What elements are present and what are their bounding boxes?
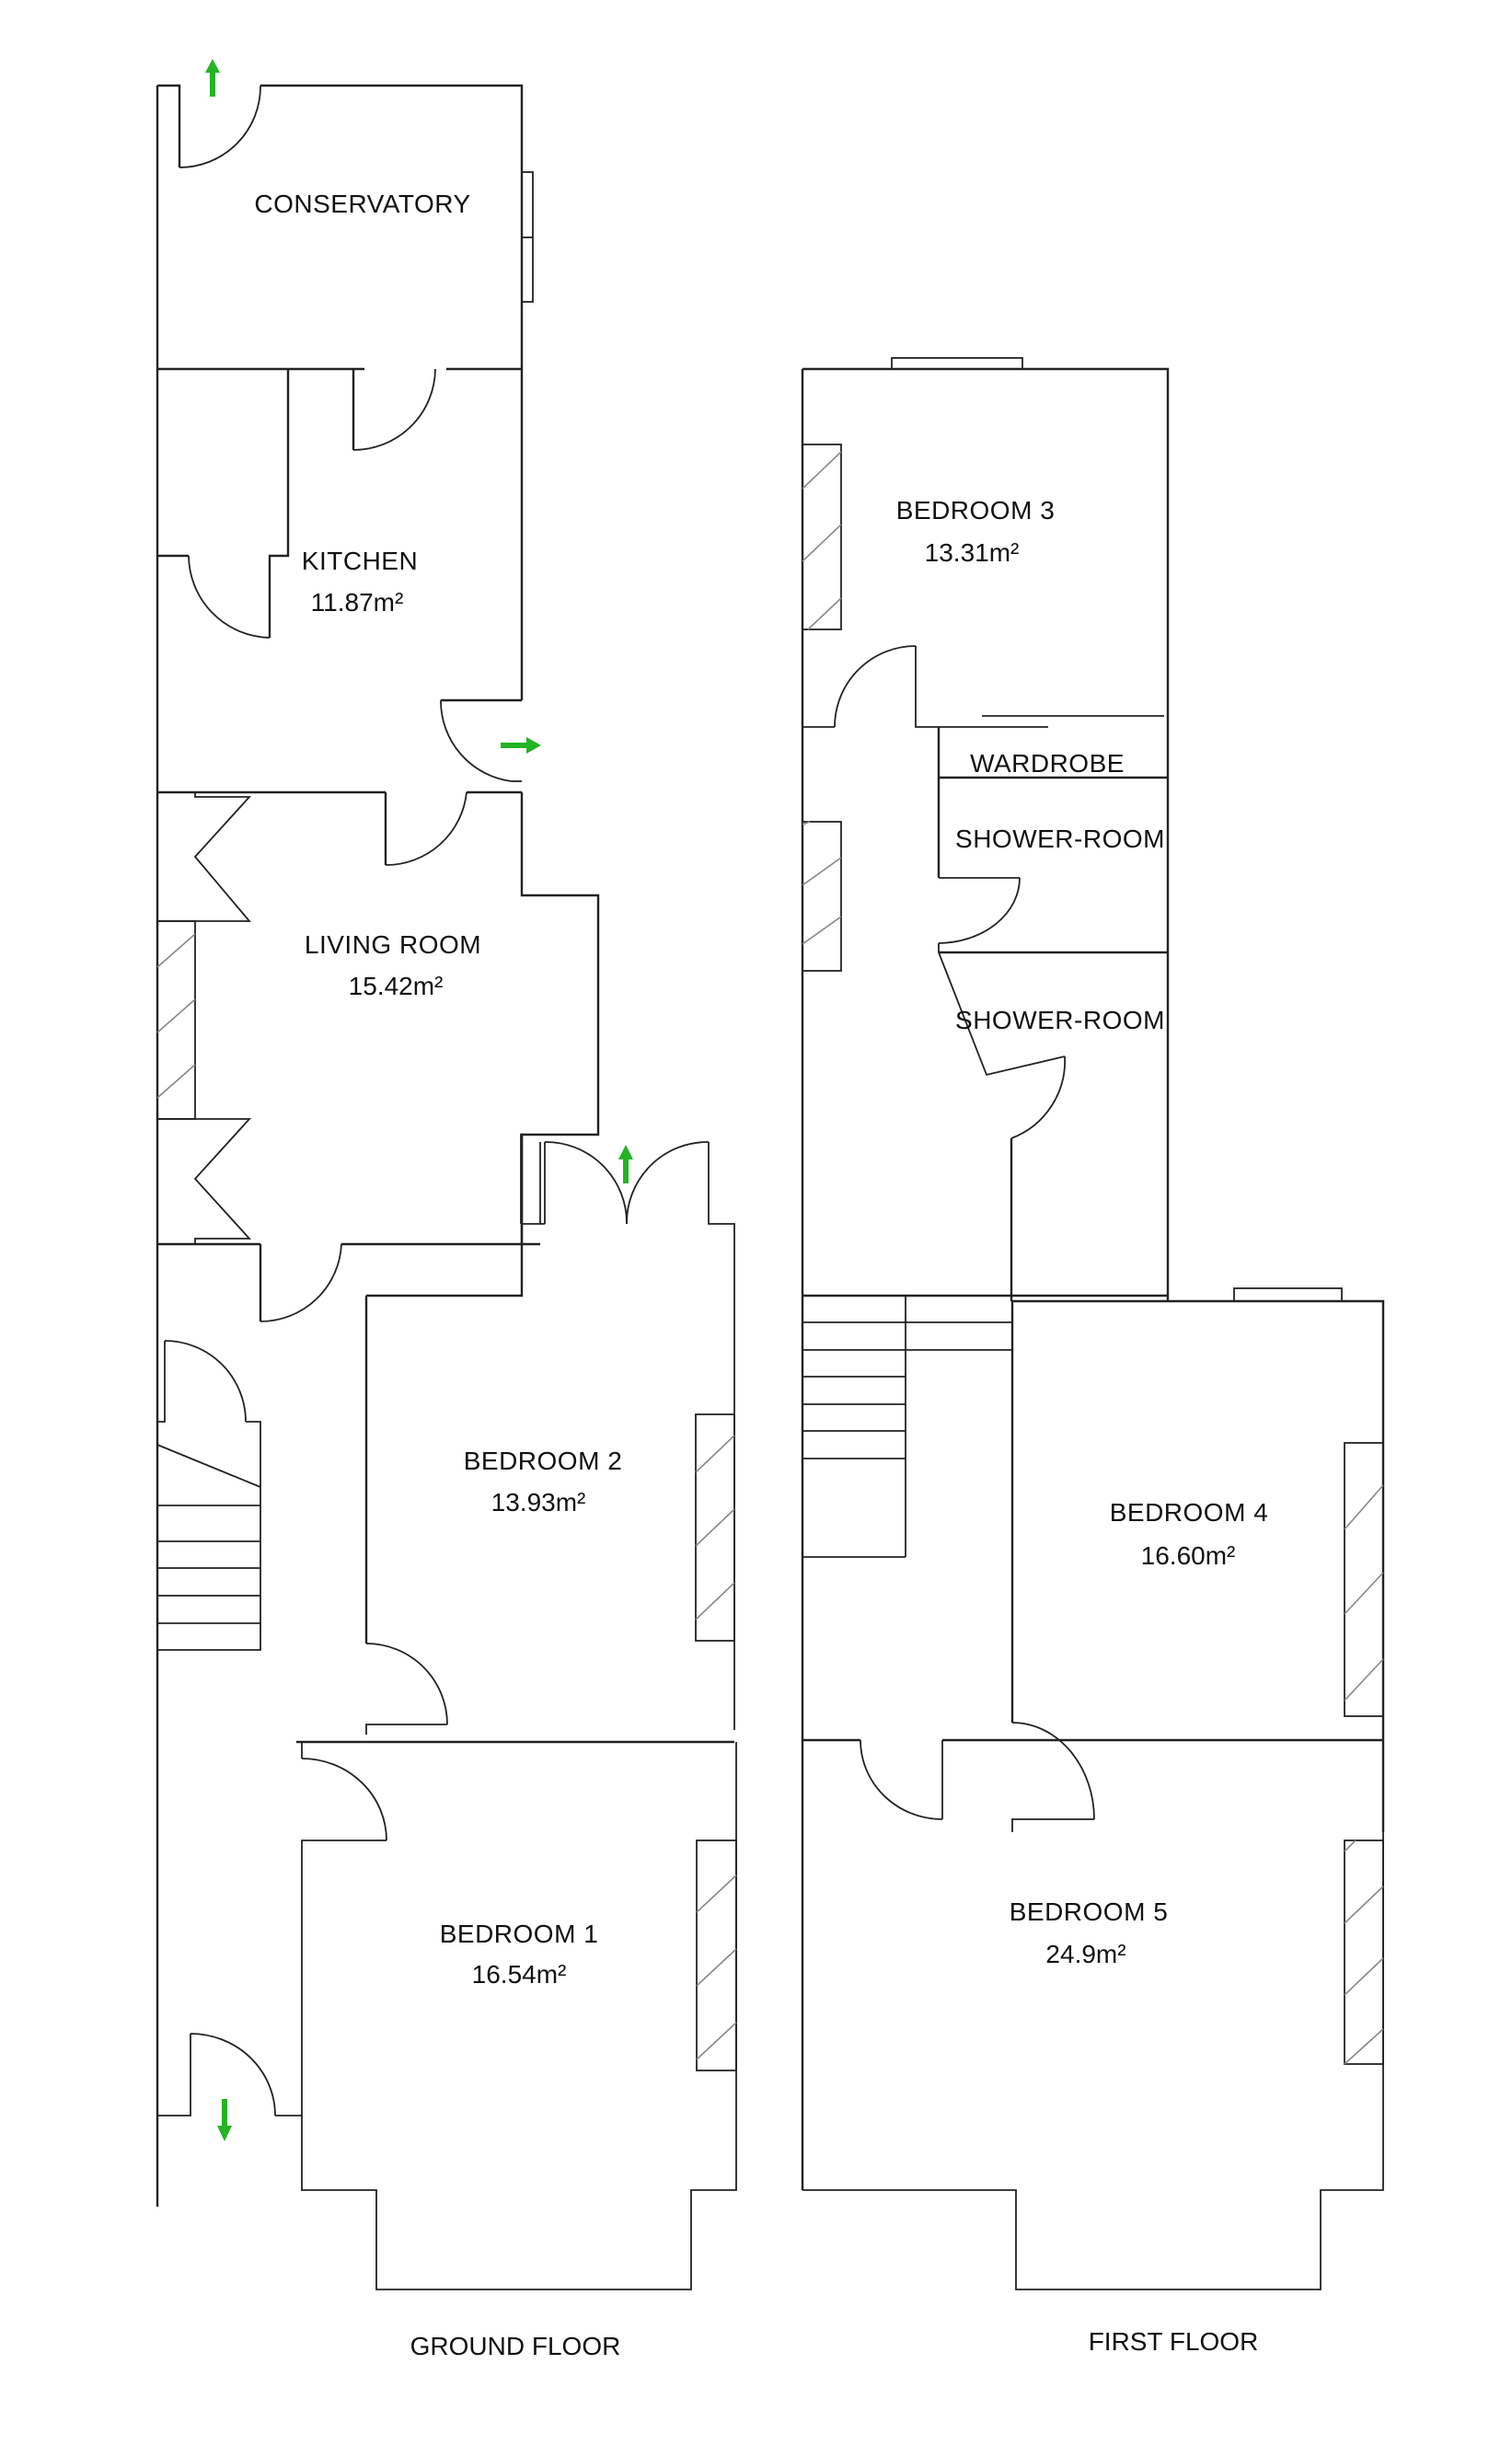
conservatory-walls — [157, 84, 534, 371]
wardrobe-shower-walls — [802, 727, 1168, 1301]
door-swing-icon — [179, 85, 261, 168]
room-label-shower-room-1: SHOWER-ROOM — [955, 825, 1165, 853]
door-swing-icon — [938, 877, 1021, 944]
door-swing-icon — [1010, 1055, 1066, 1139]
door-swing-icon — [1011, 1722, 1095, 1820]
hallway-stairs — [156, 1243, 342, 2116]
room-label-conservatory: CONSERVATORY — [254, 190, 471, 218]
first-floor-title: FIRST FLOOR — [1088, 2327, 1259, 2356]
bedroom-2-walls — [296, 1133, 735, 1744]
door-swing-icon — [301, 1758, 387, 1841]
room-label-bedroom-3: BEDROOM 3 — [895, 496, 1056, 525]
bedroom-5-walls — [802, 1739, 1384, 2290]
fireplace-hatch-icon — [156, 920, 196, 1120]
ground-floor-plan — [156, 59, 737, 2290]
door-swing-icon — [860, 1739, 943, 1820]
door-swing-icon — [190, 2033, 276, 2116]
fireplace-hatch-icon — [1344, 1442, 1384, 1717]
room-area-bedroom-3: 13.31m² — [924, 538, 1020, 567]
room-label-wardrobe: WARDROBE — [970, 749, 1125, 778]
exit-arrows — [205, 59, 633, 2141]
ground-floor-title: GROUND FLOOR — [410, 2332, 621, 2360]
fireplace-hatch-icon — [1344, 1840, 1384, 2065]
arrow-up-icon — [618, 1145, 633, 1183]
room-area-bedroom-1: 16.54m² — [471, 1960, 567, 1989]
room-label-shower-room-2: SHOWER-ROOM — [955, 1006, 1165, 1034]
landing-stairs — [802, 1294, 1168, 1558]
fireplace-hatch-icon — [802, 821, 842, 972]
room-area-bedroom-5: 24.9m² — [1045, 1940, 1126, 1968]
arrow-down-icon — [217, 2099, 232, 2141]
door-swing-icon — [260, 1243, 342, 1322]
french-door-swing-icon — [626, 1141, 710, 1225]
arrow-up-icon — [205, 59, 220, 97]
fireplace-hatch-icon — [802, 444, 842, 630]
fireplace-hatch-icon — [696, 1840, 737, 2071]
kitchen-walls — [157, 368, 524, 794]
room-area-living-room: 15.42m² — [348, 972, 444, 1000]
door-swing-icon — [385, 791, 467, 866]
fireplace-hatch-icon — [695, 1413, 735, 1642]
french-door-swing-icon — [544, 1141, 628, 1225]
door-swing-icon — [440, 699, 513, 782]
door-swing-icon — [164, 1340, 247, 1423]
room-area-bedroom-2: 13.93m² — [491, 1488, 586, 1517]
bedroom-4-walls — [802, 1287, 1385, 1832]
room-label-living-room: LIVING ROOM — [304, 930, 482, 959]
room-label-bedroom-2: BEDROOM 2 — [463, 1447, 623, 1475]
bedroom-3-walls — [801, 357, 1170, 2190]
door-swing-icon — [365, 1643, 448, 1725]
room-area-bedroom-4: 16.60m² — [1140, 1541, 1236, 1570]
door-swing-icon — [188, 555, 271, 639]
living-room-walls — [156, 791, 600, 1246]
window-icon — [891, 357, 1023, 370]
window-icon — [1233, 1287, 1343, 1302]
room-label-bedroom-4: BEDROOM 4 — [1109, 1498, 1269, 1527]
first-floor-plan — [801, 357, 1385, 2290]
door-swing-icon — [834, 645, 917, 728]
door-swing-icon — [352, 368, 436, 451]
bedroom-1-walls — [301, 1742, 737, 2290]
arrow-right-icon — [501, 737, 541, 754]
room-label-bedroom-5: BEDROOM 5 — [1009, 1897, 1169, 1926]
room-label-bedroom-1: BEDROOM 1 — [439, 1920, 599, 1948]
room-area-kitchen: 11.87m² — [310, 588, 404, 617]
room-label-kitchen: KITCHEN — [301, 547, 419, 575]
